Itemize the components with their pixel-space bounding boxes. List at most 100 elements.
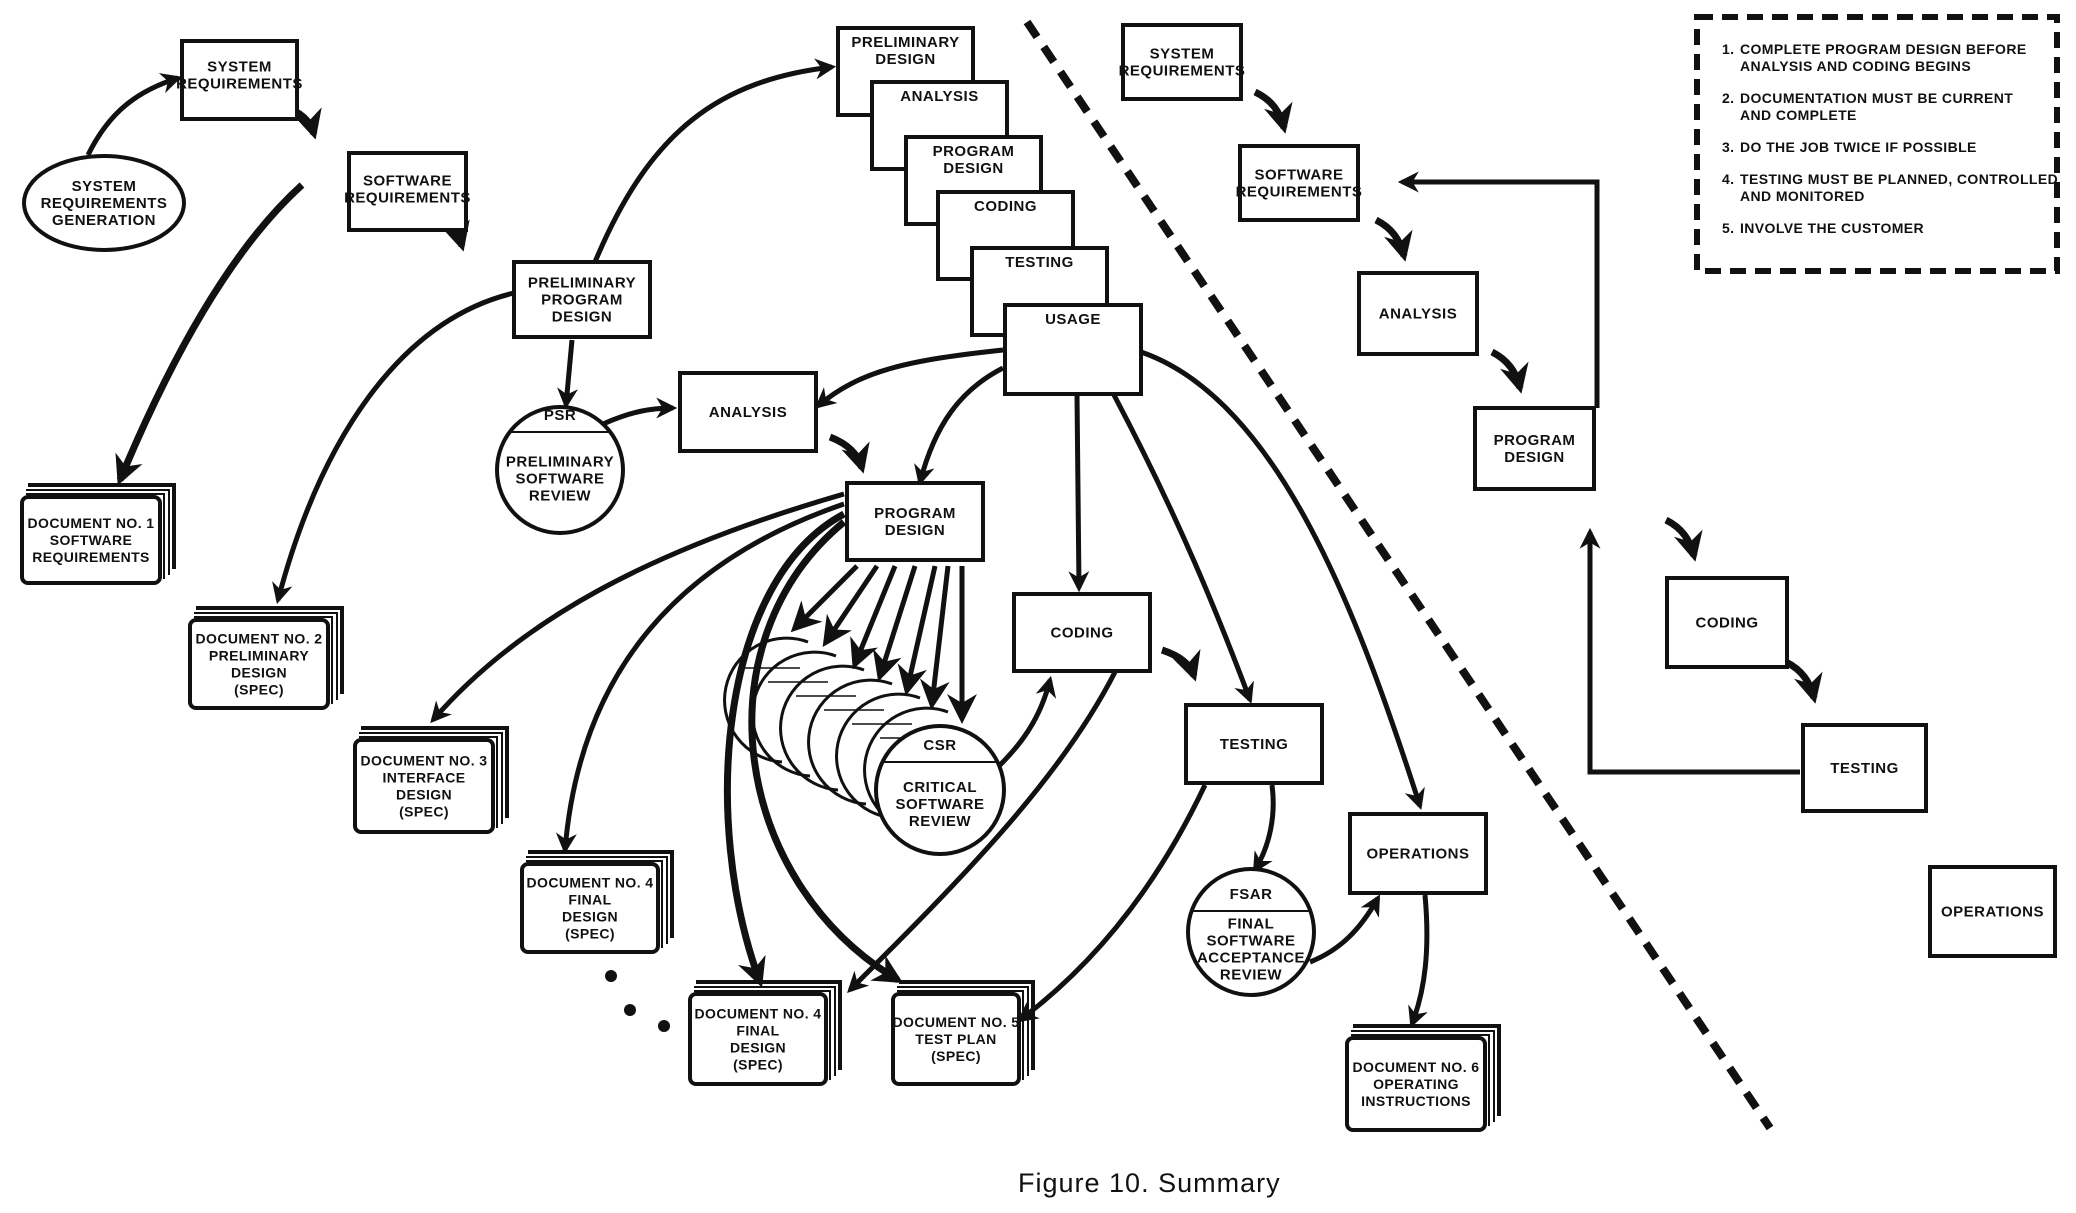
arrow-testing-to-doc5 bbox=[1016, 783, 1208, 1023]
document-7-node-label: DOCUMENT NO. 6 bbox=[1353, 1059, 1480, 1075]
r-system-requirements-node-label: SYSTEM bbox=[1150, 46, 1215, 63]
r-testing-node-label: TESTING bbox=[1830, 760, 1899, 777]
arrow-usage-to-operations bbox=[1140, 349, 1425, 810]
coding-node-label: CODING bbox=[1051, 625, 1114, 642]
document-6-node-label: (SPEC) bbox=[931, 1048, 981, 1064]
legend-item-number: 2. bbox=[1722, 90, 1734, 106]
fsar-review-node-label: SOFTWARE bbox=[1207, 933, 1296, 950]
r-operations-node: OPERATIONS bbox=[1928, 865, 2057, 958]
arrow-srg-to-system-req bbox=[85, 73, 183, 157]
srg-label: GENERATION bbox=[52, 212, 156, 229]
legend-item-number: 3. bbox=[1722, 139, 1734, 155]
document-5-node-label: FINAL bbox=[736, 1023, 779, 1039]
legend-item-text: DO THE JOB TWICE IF POSSIBLE bbox=[1740, 139, 1977, 155]
document-2-node-label: DOCUMENT NO. 2 bbox=[196, 631, 323, 647]
r-system-requirements-node-label: REQUIREMENTS bbox=[1119, 63, 1246, 80]
program-design-node-label: DESIGN bbox=[885, 522, 946, 539]
software-requirements-node-label: REQUIREMENTS bbox=[344, 190, 471, 207]
arrow-ppd-to-preliminary-design bbox=[592, 58, 837, 263]
document-3-node-label: DOCUMENT NO. 3 bbox=[361, 753, 488, 769]
cascade-coding-label: CODING bbox=[974, 198, 1037, 215]
psr-review-node-label: PRELIMINARY bbox=[506, 454, 614, 471]
legend-item-text: INVOLVE THE CUSTOMER bbox=[1740, 220, 1924, 236]
fsar-review-node-label: FINAL bbox=[1228, 916, 1275, 933]
document-3-node-label: DESIGN bbox=[396, 787, 452, 803]
document-7-node-label: OPERATING bbox=[1373, 1076, 1459, 1092]
legend-item-5: 5.INVOLVE THE CUSTOMER bbox=[1722, 220, 1924, 236]
document-6-node-label: DOCUMENT NO. 5 bbox=[893, 1014, 1020, 1030]
feedback-pd-to-swreq bbox=[1397, 171, 1600, 408]
document-4-node-label: (SPEC) bbox=[565, 926, 615, 942]
r-analysis-node-label: ANALYSIS bbox=[1379, 306, 1457, 323]
arrow-pd-to-doc4b bbox=[724, 510, 846, 988]
analysis-node: ANALYSIS bbox=[678, 371, 818, 453]
csr-review-node-label: SOFTWARE bbox=[896, 796, 985, 813]
document-5-node-label: DOCUMENT NO. 4 bbox=[695, 1006, 822, 1022]
cascade-analysis-label: ANALYSIS bbox=[900, 88, 978, 105]
arrow-pd-to-doc5 bbox=[748, 519, 904, 984]
arrow-coding-to-doc4b bbox=[847, 670, 1118, 993]
arrow-coding-to-testing bbox=[1160, 646, 1201, 682]
document-5-node-label: (SPEC) bbox=[733, 1057, 783, 1073]
feedback-testing-to-pd bbox=[1579, 527, 1800, 775]
r-operations-node-label: OPERATIONS bbox=[1941, 904, 2044, 921]
arrow-usage-to-pd bbox=[914, 365, 1005, 487]
csr-review-node-label: REVIEW bbox=[909, 813, 972, 830]
arrow-r-pd-to-coding bbox=[1664, 516, 1703, 562]
r-program-design-node-label: DESIGN bbox=[1504, 449, 1565, 466]
r-program-design-node-label: PROGRAM bbox=[1494, 432, 1576, 449]
psr-review-node-label: REVIEW bbox=[529, 488, 592, 505]
arrow-psr-to-analysis bbox=[601, 397, 678, 427]
cascade-usage-label: USAGE bbox=[1045, 311, 1101, 328]
arrow-operations-to-doc6 bbox=[1408, 894, 1430, 1028]
arrow-usage-to-coding bbox=[1068, 394, 1090, 593]
program-design-node-label: PROGRAM bbox=[874, 505, 956, 522]
r-testing-node: TESTING bbox=[1801, 723, 1928, 813]
document-6-node-label: TEST PLAN bbox=[915, 1031, 996, 1047]
arrow-fsar-to-operations bbox=[1309, 894, 1381, 965]
r-coding-node-label: CODING bbox=[1696, 615, 1759, 632]
figure-caption: Figure 10. Summary bbox=[1018, 1168, 1281, 1198]
arrow-swreq-to-doc1 bbox=[115, 182, 305, 486]
legend-item-1: 1.COMPLETE PROGRAM DESIGN BEFOREANALYSIS… bbox=[1722, 41, 2026, 74]
srg-label: REQUIREMENTS bbox=[41, 195, 168, 212]
arrow-csr-to-coding bbox=[998, 675, 1057, 767]
document-2-node-label: PRELIMINARY bbox=[209, 648, 310, 664]
arrow-analysis-to-pd bbox=[828, 433, 870, 474]
cascade-usage: USAGE bbox=[1003, 303, 1143, 396]
srg-label: SYSTEM bbox=[72, 178, 137, 195]
r-software-requirements-node-label: REQUIREMENTS bbox=[1236, 184, 1363, 201]
coding-node: CODING bbox=[1012, 592, 1152, 673]
testing-node: TESTING bbox=[1184, 703, 1324, 785]
right-connectors bbox=[1253, 88, 1823, 775]
r-software-requirements-node-label: SOFTWARE bbox=[1255, 167, 1344, 184]
arrow-r-coding-to-testing bbox=[1784, 658, 1823, 704]
document-4-node-label: FINAL bbox=[568, 892, 611, 908]
document-4-node-label: DOCUMENT NO. 4 bbox=[527, 875, 654, 891]
ellipsis-dot bbox=[605, 970, 617, 982]
cascade-preliminary-design-label: PRELIMINARY bbox=[851, 34, 959, 51]
legend-item-number: 1. bbox=[1722, 41, 1734, 57]
fsar-review-node-label: ACCEPTANCE bbox=[1197, 950, 1305, 967]
preliminary-program-design-node-label: PRELIMINARY bbox=[528, 275, 636, 292]
cascade-testing-label: TESTING bbox=[1005, 254, 1074, 271]
r-coding-node: CODING bbox=[1665, 576, 1789, 669]
system-requirements-node-label: REQUIREMENTS bbox=[176, 76, 303, 93]
operations-node-label: OPERATIONS bbox=[1366, 846, 1469, 863]
arrow-pd-to-doc4a bbox=[555, 501, 845, 855]
arrow-r-analysis-to-pd bbox=[1490, 348, 1529, 394]
cascade-preliminary-design-label: DESIGN bbox=[875, 51, 936, 68]
fsar-review-node-label: REVIEW bbox=[1220, 967, 1283, 984]
ellipsis-dot bbox=[624, 1004, 636, 1016]
arrow-ppd-to-doc2 bbox=[272, 290, 515, 605]
arrow-testing-to-fsar bbox=[1252, 784, 1276, 874]
